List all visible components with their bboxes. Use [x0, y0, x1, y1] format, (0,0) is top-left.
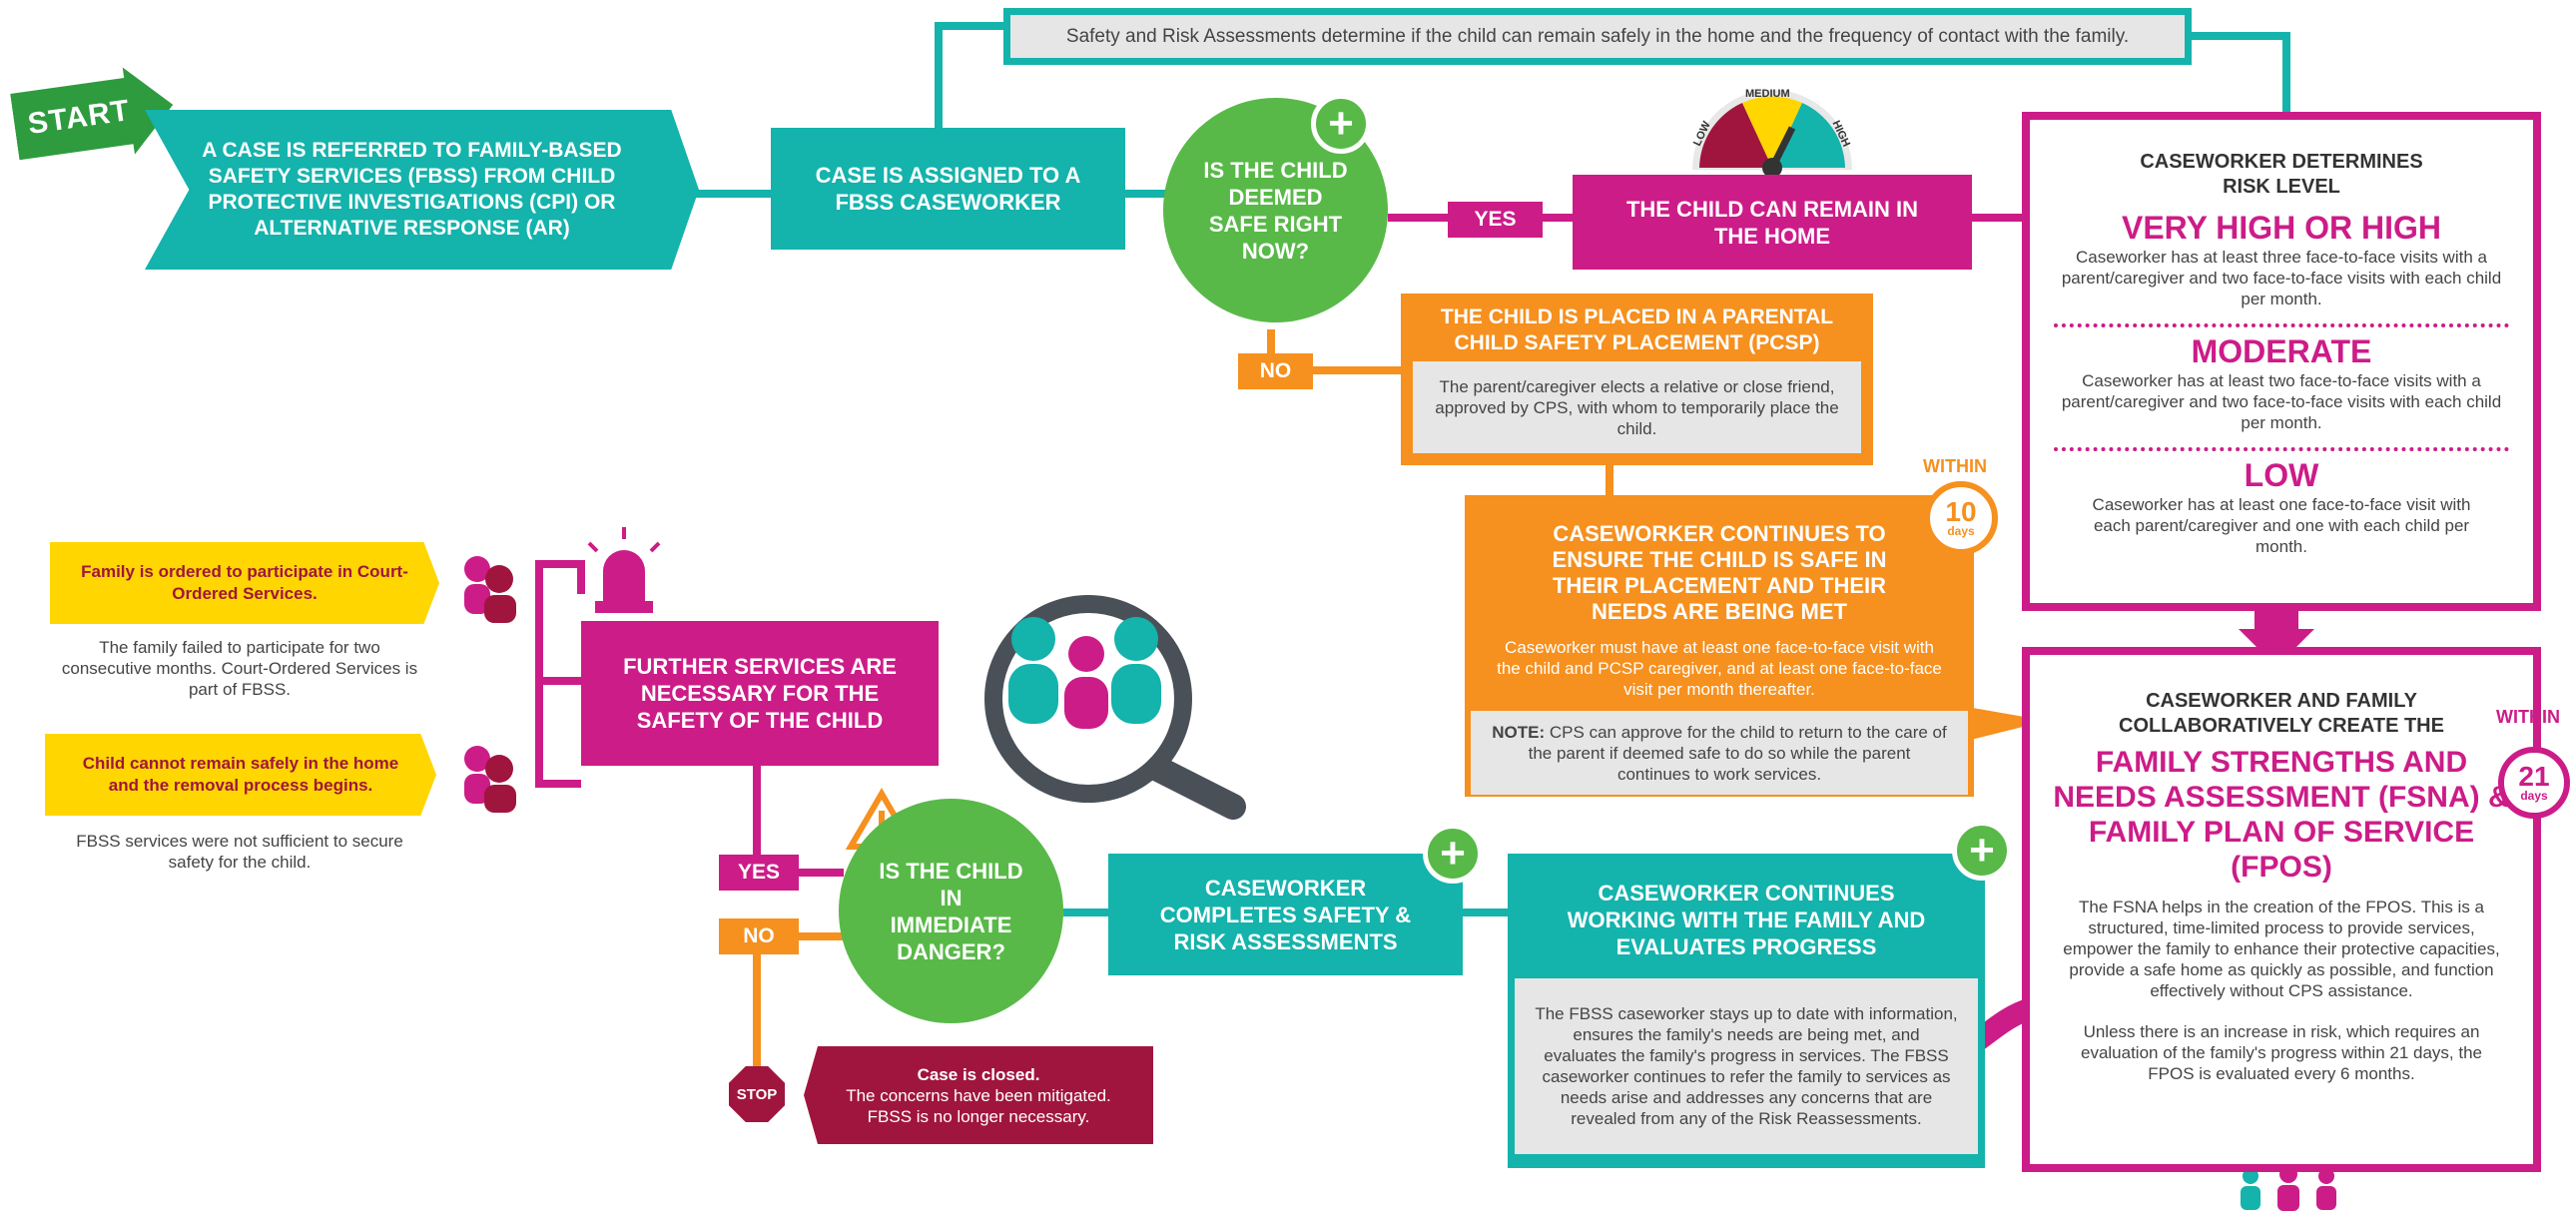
people-icon-bottom: [464, 746, 516, 813]
risk-moderate-text: Caseworker has at least two face-to-face…: [2061, 371, 2502, 432]
timer-21-icon: 21 days: [2498, 747, 2570, 819]
further-services-box: FURTHER SERVICES ARE NECESSARY FOR THE S…: [581, 621, 939, 766]
timer-10-icon: 10 days: [1924, 481, 1998, 555]
top-note: Safety and Risk Assessments determine if…: [1003, 8, 2192, 65]
within-10-label: WITHIN: [1923, 456, 1987, 476]
risk-level-box: CASEWORKER DETERMINES RISK LEVEL VERY HI…: [2022, 112, 2541, 611]
risk-gauge-icon: [1692, 90, 1852, 178]
dotted-divider: [2054, 323, 2509, 327]
working-text: The FBSS caseworker stays up to date wit…: [1515, 978, 1978, 1154]
fsna-box: CASEWORKER AND FAMILY COLLABORATIVELY CR…: [2022, 647, 2541, 1172]
continues-safe-title: CASEWORKER CONTINUES TO ENSURE THE CHILD…: [1552, 521, 1887, 624]
fsna-text-1: The FSNA helps in the creation of the FP…: [2063, 898, 2500, 1000]
working-title: CASEWORKER CONTINUES WORKING WITH THE FA…: [1567, 880, 1926, 959]
immediate-danger-decision: IS THE CHILD IN IMMEDIATE DANGER?: [839, 799, 1063, 1023]
pcsp-title: THE CHILD IS PLACED IN A PARENTAL CHILD …: [1440, 305, 1834, 354]
fsna-header: CASEWORKER AND FAMILY COLLABORATIVELY CR…: [2119, 690, 2444, 737]
yes-label: YES: [1448, 202, 1543, 238]
chat-dots: ...: [2270, 1115, 2292, 1146]
pcsp-box: THE CHILD IS PLACED IN A PARENTAL CHILD …: [1401, 294, 1873, 465]
removal-box: Child cannot remain safely in the home a…: [45, 734, 436, 816]
completes-assessments-box: CASEWORKER COMPLETES SAFETY & RISK ASSES…: [1108, 854, 1463, 975]
no-label: NO: [1238, 353, 1313, 389]
working-box: CASEWORKER CONTINUES WORKING WITH THE FA…: [1508, 854, 1985, 1168]
gauge-medium-label: MEDIUM: [1745, 88, 1790, 100]
plus-icon: +: [1311, 94, 1371, 154]
continues-safe-box: CASEWORKER CONTINUES TO ENSURE THE CHILD…: [1465, 495, 1974, 797]
plus-icon: +: [1423, 824, 1483, 884]
court-ordered-box: Family is ordered to participate in Cour…: [50, 542, 439, 624]
risk-header: CASEWORKER DETERMINES RISK LEVEL: [2140, 151, 2423, 198]
risk-moderate-title: MODERATE: [2191, 333, 2372, 369]
continues-safe-text: Caseworker must have at least one face-t…: [1497, 637, 1942, 699]
risk-low-title: LOW: [2244, 457, 2319, 493]
remain-home-box: THE CHILD CAN REMAIN IN THE HOME: [1573, 175, 1972, 270]
yes-label: YES: [719, 855, 799, 891]
people-icon-top: [464, 556, 516, 623]
risk-very-high-text: Caseworker has at least three face-to-fa…: [2061, 248, 2502, 308]
dotted-divider: [2054, 447, 2509, 451]
within-21-label: WITHIN: [2496, 707, 2560, 727]
removal-text: FBSS services were not sufficient to sec…: [76, 832, 403, 872]
pcsp-text: The parent/caregiver elects a relative o…: [1413, 361, 1861, 453]
plus-icon: +: [1952, 821, 2012, 881]
stop-sign-icon: STOP: [729, 1066, 785, 1122]
fsna-title: FAMILY STRENGTHS AND NEEDS ASSESSMENT (F…: [2053, 746, 2510, 884]
alarm-siren-icon: [587, 527, 661, 613]
case-closed-box: Case is closed. The concerns have been m…: [804, 1046, 1153, 1144]
risk-very-high-title: VERY HIGH OR HIGH: [2121, 210, 2442, 246]
no-label: NO: [719, 918, 799, 954]
magnifier-icon: [984, 595, 1246, 820]
court-ordered-text: The family failed to participate for two…: [61, 638, 418, 699]
referral-box: A CASE IS REFERRED TO FAMILY-BASED SAFET…: [145, 110, 699, 270]
assigned-box: CASE IS ASSIGNED TO A FBSS CASEWORKER: [771, 128, 1125, 250]
risk-low-text: Caseworker has at least one face-to-face…: [2092, 495, 2471, 556]
fsna-text-2: Unless there is an increase in risk, whi…: [2080, 1022, 2482, 1083]
continues-safe-note: NOTE: CPS can approve for the child to r…: [1471, 711, 1968, 795]
